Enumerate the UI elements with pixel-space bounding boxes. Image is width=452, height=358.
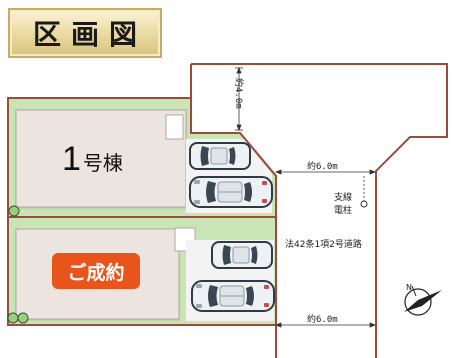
utility-pole-icon [360,176,368,208]
dimension-road-top [274,169,377,175]
sold-badge: ご成約 [52,253,140,289]
dimension-vertical [235,66,243,132]
utility-pole-label: 支線 電柱 [334,192,352,218]
tree-icon [8,205,20,217]
pole-line-2: 電柱 [334,206,353,216]
building-1 [15,109,187,208]
porch-1 [165,114,184,140]
lot-number: 1 [62,140,81,178]
car-icon [211,241,273,269]
lot-suffix: 号棟 [82,151,123,175]
tree-icon [7,312,29,324]
sold-badge-label: ご成約 [67,261,125,284]
neighbor-block [191,63,448,358]
north-compass-icon: N [404,283,442,316]
dimension-road-bottom-label: 約6.0m [307,315,338,325]
svg-text:N: N [406,283,412,292]
pole-line-1: 支線 [334,193,353,203]
lot-label: 1 号棟 [62,140,162,180]
road-label: 法42条1項2号道路 [285,240,362,250]
page-title: 区画図 [32,18,147,51]
dimension-road-bottom [274,322,377,328]
dimension-road-top-label: 約6.0m [307,162,338,172]
title-banner: 区画図 [8,8,162,58]
dimension-vertical-label: 約4.0m [233,78,243,109]
car-icon [189,176,273,208]
car-icon [191,280,275,312]
car-icon [189,142,251,170]
